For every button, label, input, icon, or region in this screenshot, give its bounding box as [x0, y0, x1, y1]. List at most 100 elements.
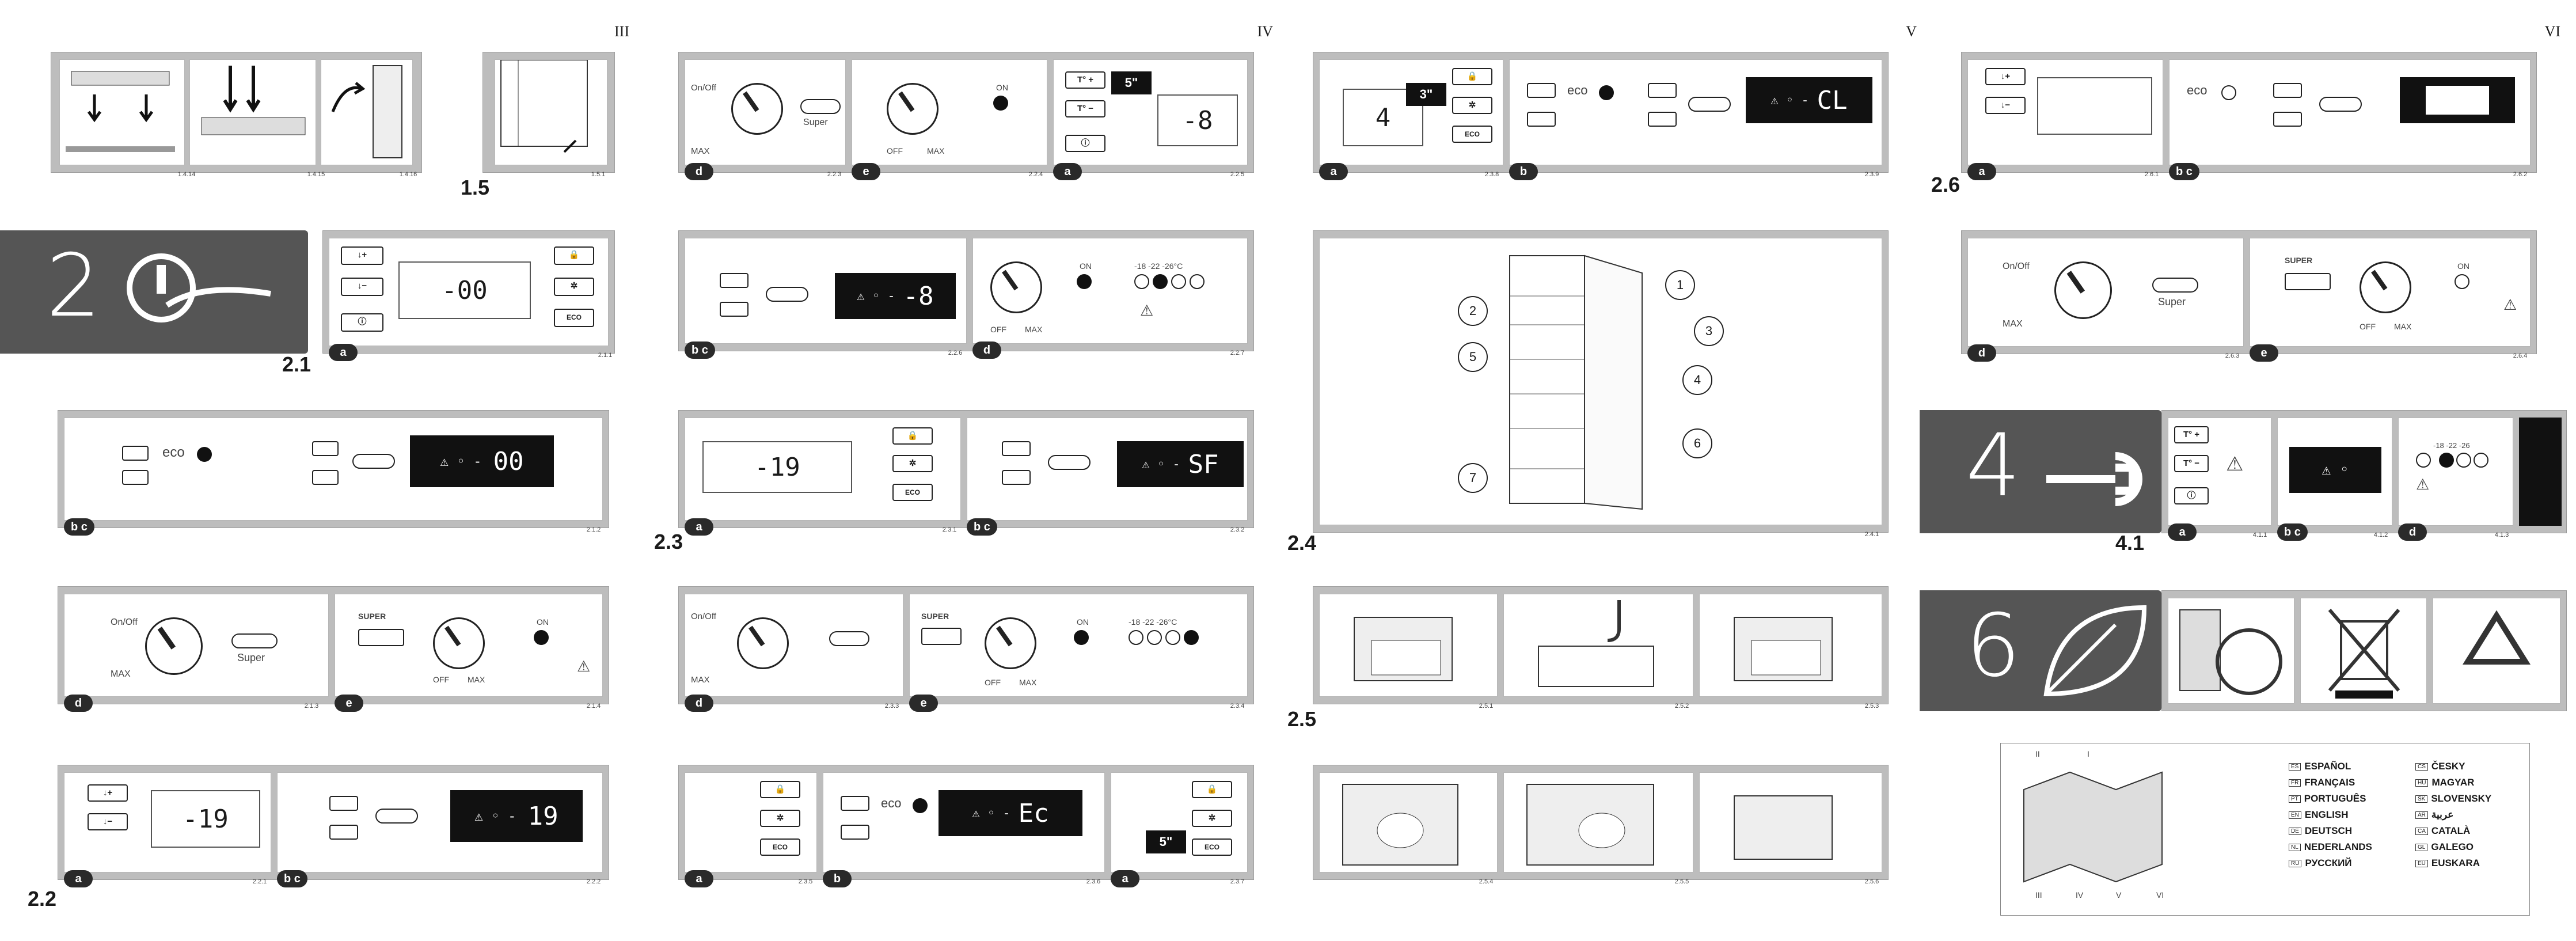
info-button[interactable]: ⓘ	[1065, 135, 1105, 152]
language-name: عربية	[2431, 809, 2454, 820]
button[interactable]	[122, 470, 149, 485]
button[interactable]	[720, 273, 749, 288]
button[interactable]	[1527, 83, 1556, 98]
button[interactable]	[1648, 83, 1677, 98]
lock-button[interactable]: 🔒	[892, 427, 933, 445]
on-indicator	[2455, 274, 2469, 289]
button[interactable]	[1648, 112, 1677, 127]
panel-lock-display: eco ⚠ ◦ -CL	[1509, 59, 1882, 165]
language-code: AR	[2415, 811, 2428, 819]
button[interactable]	[329, 796, 358, 811]
fridge-illustration	[1509, 255, 1643, 510]
temperature-knob[interactable]	[433, 617, 485, 669]
temp-up-button[interactable]: T° +	[1065, 71, 1105, 89]
ref-label: 2.6.3	[2225, 352, 2240, 359]
button[interactable]	[122, 446, 149, 461]
button[interactable]	[329, 825, 358, 840]
button[interactable]	[2273, 83, 2302, 98]
lock-button[interactable]: 🔒	[760, 781, 800, 798]
toggle-button[interactable]	[375, 809, 418, 824]
temp-up-button[interactable]: ↓+	[1985, 68, 2026, 85]
max-label: MAX	[691, 675, 710, 685]
temp-down-button[interactable]: T° −	[1065, 100, 1105, 117]
temperature-knob[interactable]	[2360, 261, 2411, 313]
super-button[interactable]	[921, 628, 962, 645]
button[interactable]	[841, 825, 869, 840]
fridge-strip: 1 2 3 4 5 6 7 2.4.1	[1313, 230, 1889, 538]
drawer-strip-2: 2.5.4 2.5.5 2.5.6	[1313, 765, 1889, 885]
temperature-knob[interactable]	[887, 83, 939, 135]
eco-button[interactable]: ECO	[760, 838, 800, 856]
step-label: 4.1	[2115, 531, 2145, 555]
toggle-button[interactable]	[766, 287, 808, 302]
temperature-knob[interactable]	[145, 617, 203, 675]
temp-up-button[interactable]: T° +	[2174, 426, 2209, 443]
super-toggle[interactable]	[2152, 278, 2198, 293]
super-freeze-button[interactable]: ✲	[1452, 97, 1492, 114]
toggle-button[interactable]	[1048, 455, 1091, 470]
button[interactable]	[720, 302, 749, 317]
eco-button[interactable]: ECO	[892, 484, 933, 501]
language-code: HU	[2415, 779, 2429, 787]
toggle-button[interactable]	[2319, 97, 2362, 112]
ref-label: 2.4.1	[1864, 531, 1879, 538]
temperature-knob[interactable]	[737, 617, 789, 669]
temperature-knob[interactable]	[985, 617, 1036, 669]
step-pill: d	[972, 342, 1001, 359]
panel-eco-display: eco ⚠ ◦ -Ec	[823, 772, 1105, 872]
eco-label: eco	[1567, 83, 1588, 97]
temperature-knob[interactable]	[731, 83, 783, 135]
super-button[interactable]	[2285, 273, 2331, 290]
super-toggle[interactable]	[829, 631, 869, 646]
step-pill: d	[64, 695, 93, 712]
super-freeze-button[interactable]: ✲	[554, 278, 594, 296]
temperature-display: -8	[1157, 94, 1238, 146]
temperature-knob[interactable]	[990, 261, 1042, 313]
super-label: SUPER	[2285, 256, 2313, 265]
button[interactable]	[312, 470, 339, 485]
callout-marker: 5	[1458, 342, 1488, 372]
temp-down-button[interactable]: ↓−	[341, 278, 383, 296]
language-name: CATALÀ	[2431, 825, 2471, 836]
lock-button[interactable]: 🔒	[1452, 68, 1492, 85]
temp-down-button[interactable]: ↓−	[88, 813, 128, 830]
book-page-label: II	[2035, 749, 2040, 758]
ref-label: 1.4.14	[177, 171, 196, 178]
language-name: ESPAÑOL	[2304, 761, 2351, 772]
toggle-button[interactable]	[1688, 97, 1731, 112]
button[interactable]	[1002, 470, 1031, 485]
super-button[interactable]	[358, 629, 404, 646]
eco-button[interactable]: ECO	[1452, 126, 1492, 143]
step-pill: a	[685, 870, 713, 887]
panel-display: ⚠ ◦ --8	[685, 238, 967, 344]
temp-up-button[interactable]: ↓+	[88, 784, 128, 802]
language-name: GALEGO	[2431, 841, 2474, 852]
button[interactable]	[1002, 441, 1031, 456]
step-label: 2.3	[654, 530, 683, 553]
eco-button[interactable]: ECO	[554, 309, 594, 327]
button[interactable]	[1527, 112, 1556, 127]
temp-down-button[interactable]: ↓−	[1985, 97, 2026, 114]
button[interactable]	[312, 441, 339, 456]
super-toggle[interactable]	[231, 633, 278, 648]
step-pill: d	[1967, 344, 1996, 362]
eco-button[interactable]: ECO	[1192, 838, 1232, 856]
super-freeze-button[interactable]: ✲	[1192, 810, 1232, 827]
temp-up-button[interactable]: ↓+	[341, 246, 383, 265]
button[interactable]	[841, 796, 869, 811]
temp-down-button[interactable]: T° −	[2174, 455, 2209, 472]
language-name: EUSKARA	[2431, 857, 2480, 868]
super-freeze-button[interactable]: ✲	[760, 810, 800, 827]
info-button[interactable]: ⓘ	[341, 313, 383, 332]
super-toggle[interactable]	[800, 99, 841, 114]
button[interactable]	[2273, 112, 2302, 127]
ref-label: 2.3.4	[1230, 703, 1245, 709]
super-freeze-button[interactable]: ✲	[892, 455, 933, 472]
lock-button[interactable]: 🔒	[554, 246, 594, 265]
temperature-knob[interactable]	[2054, 261, 2112, 319]
info-button[interactable]: ⓘ	[2174, 487, 2209, 504]
lock-button[interactable]: 🔒	[1192, 781, 1232, 798]
toggle-button[interactable]	[352, 454, 395, 469]
hand-drawer-illustration	[1526, 784, 1654, 866]
